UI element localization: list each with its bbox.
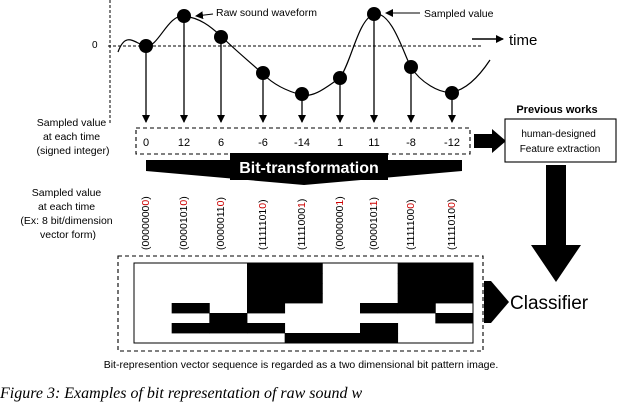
bit-vector-label: (11110001) (296, 199, 308, 250)
sample-dot (295, 87, 309, 101)
sample-value: 6 (218, 137, 224, 149)
bit-vector-label: (00001010) (178, 196, 190, 250)
bit-vector-label: (11111010) (257, 199, 269, 250)
bit-cell (435, 293, 474, 304)
bit-vector-label: (11110100) (446, 199, 458, 250)
raw-waveform-curve (117, 13, 491, 96)
bit-transformation-label-bg (230, 153, 388, 180)
sample-dot (214, 30, 228, 44)
to-classifier-arrow (484, 281, 509, 323)
raw-waveform-label: Raw sound waveform (216, 7, 317, 19)
bit-cell (360, 333, 399, 344)
bit-pattern-image (171, 263, 474, 344)
bottom-note: Bit-represention vector sequence is rega… (104, 359, 499, 371)
sample-value: 11 (368, 137, 379, 149)
bit-cell (435, 263, 474, 274)
sample-dot (139, 39, 153, 53)
bit-cell (171, 323, 210, 334)
bit-vector-label: (00000001) (334, 196, 346, 250)
bit-cell (397, 283, 436, 294)
sample-row: Sampled value at each time (signed integ… (37, 117, 506, 157)
sample-dot (256, 66, 270, 80)
bit-vector-label: (00000000) (140, 196, 152, 250)
bit-vector-label: (11111000) (405, 199, 417, 250)
bit-cell (284, 283, 323, 294)
bit-cell (209, 323, 248, 334)
time-label: time (509, 32, 537, 49)
bit-cell (171, 303, 210, 314)
sample-dot (367, 7, 381, 21)
bit-transformation: Bit-transformation (146, 153, 462, 185)
sample-dot (177, 9, 191, 23)
bit-cell (247, 273, 286, 284)
bit-cell (284, 263, 323, 274)
previous-works: Previous works human-designed Feature ex… (504, 104, 617, 282)
sample-dot (333, 71, 347, 85)
sampled-value-label: Sampled value (424, 8, 494, 20)
bit-cell (247, 323, 286, 334)
previous-works-heading: Previous works (516, 104, 597, 116)
bit-cell (284, 333, 323, 344)
bit-cell (247, 303, 286, 314)
bit-cell (435, 273, 474, 284)
bit-cell (360, 323, 399, 334)
bit-cell (322, 333, 361, 344)
bit-cell (435, 313, 474, 324)
bit-transformation-label: Bit-transformation (239, 160, 379, 177)
bit-vector-label: (00001011) (368, 197, 380, 250)
bit-cell (397, 293, 436, 304)
bit-vector-texts: (00000000) (00001010) (00000110) (11111010)… (140, 196, 458, 250)
bit-cell (284, 273, 323, 284)
waveform-panel: 0 time Raw sound waveform Sampled value (92, 0, 537, 125)
bit-cell (247, 263, 286, 274)
sample-value: -8 (406, 137, 416, 149)
sample-value: 12 (178, 137, 190, 149)
bit-vector-row: Sampled value at each time (Ex: 8 bit/di… (20, 187, 458, 250)
figure-caption: Figure 3: Examples of bit representation… (0, 385, 363, 402)
sample-stems (142, 14, 456, 123)
zero-label: 0 (92, 40, 98, 51)
bit-cell (247, 293, 286, 304)
bit-cell (397, 303, 436, 314)
bit-cell (360, 303, 399, 314)
previous-works-down-arrow (531, 165, 581, 282)
previous-works-box (504, 118, 617, 163)
raw-waveform-pointer (195, 11, 214, 20)
bit-pattern-border (133, 262, 474, 344)
bit-cell (397, 263, 436, 274)
bit-cell (397, 273, 436, 284)
sample-value: -12 (444, 137, 460, 149)
bit-cell (247, 283, 286, 294)
classifier-label: Classifier (510, 293, 589, 314)
bit-pattern-dashed-frame (117, 255, 484, 352)
sample-value: 0 (143, 137, 149, 149)
previous-works-text: human-designed Feature extraction (520, 129, 601, 155)
sample-dot (445, 86, 459, 100)
bit-vector-row-label: Sampled value at each time (Ex: 8 bit/di… (20, 187, 115, 241)
bit-cell (209, 313, 248, 324)
sample-dot (404, 60, 418, 74)
sample-row-label: Sampled value at each time (signed integ… (37, 117, 110, 157)
bit-vector-label: (00000110) (215, 197, 227, 250)
sample-value: -6 (258, 137, 268, 149)
sample-dots (139, 7, 459, 101)
to-previous-works-arrow (474, 129, 506, 153)
bit-cell (284, 293, 323, 304)
sample-value: -14 (294, 137, 310, 149)
bit-pattern-panel (117, 255, 509, 352)
sample-value: 1 (337, 137, 343, 149)
bit-cell (435, 283, 474, 294)
